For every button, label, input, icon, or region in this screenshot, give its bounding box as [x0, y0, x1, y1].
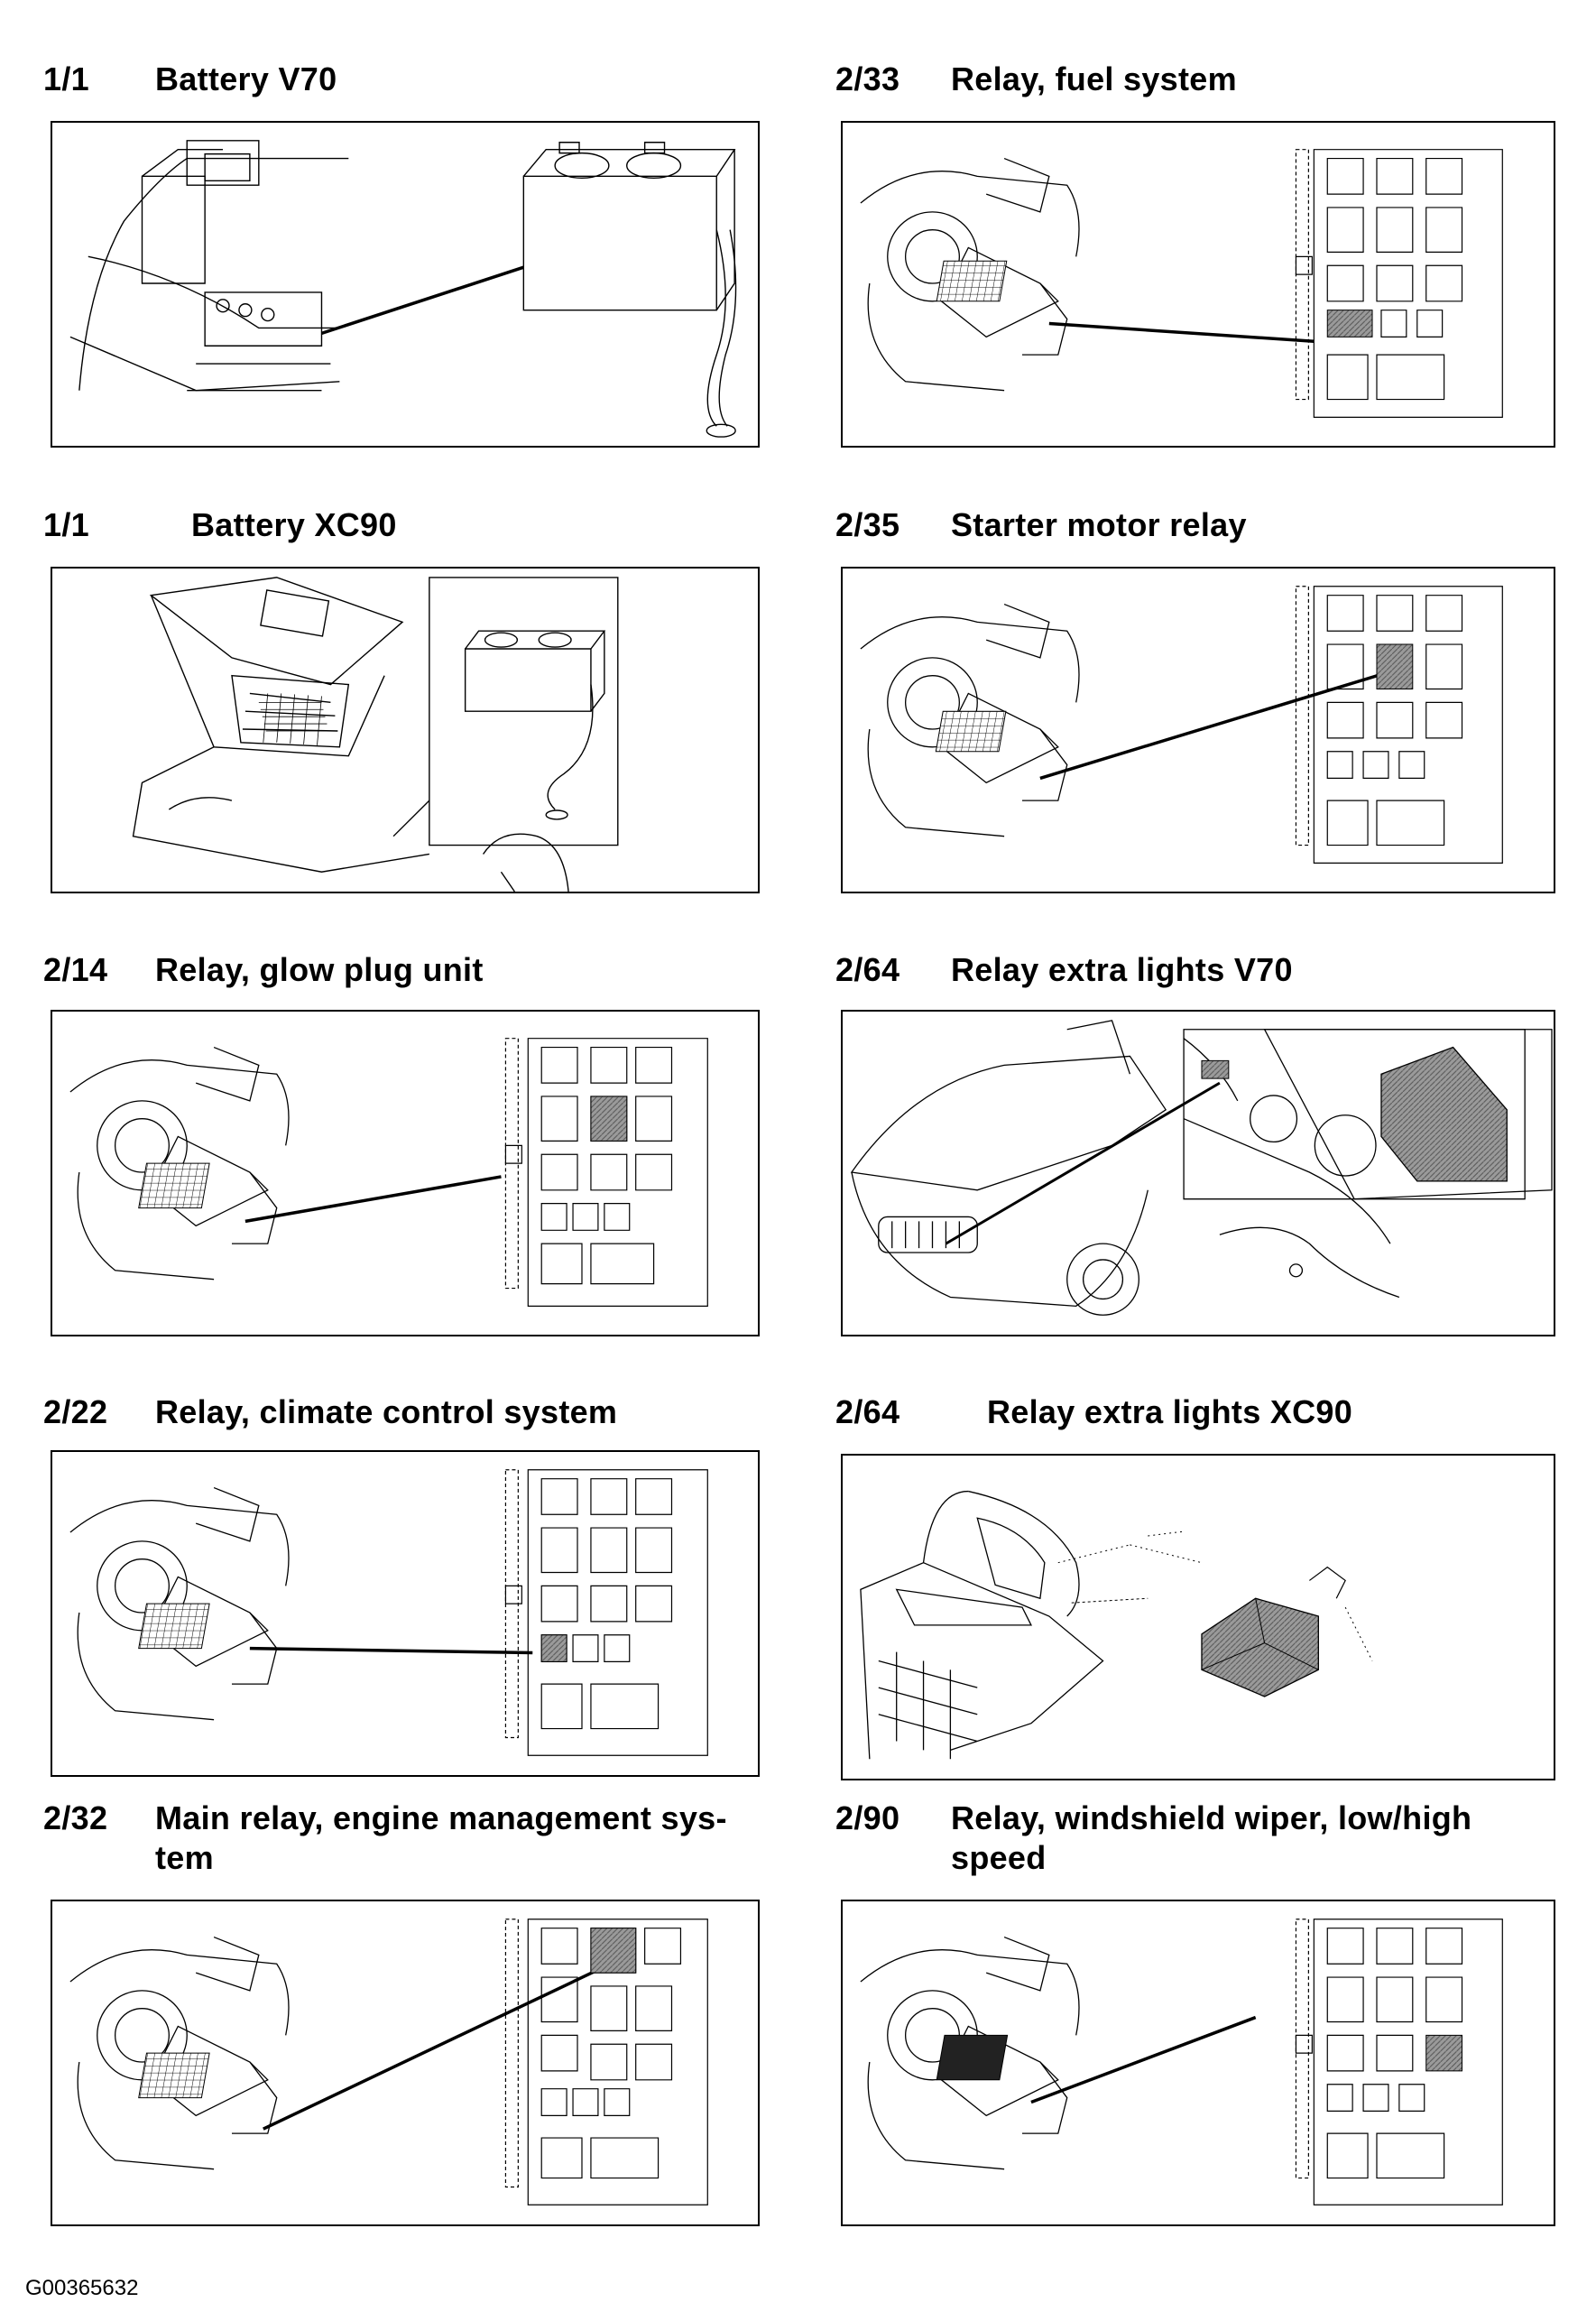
section-number: 2/64 [835, 1393, 900, 1430]
section-title: Relay extra lights V70 [951, 951, 1293, 988]
section-battery-v70: 1/1 Battery V70 [0, 0, 798, 469]
section-title: Relay, windshield wiper, low/high speed [951, 1799, 1472, 1876]
section-header: 2/90 Relay, windshield wiper, low/high s… [835, 1799, 1575, 1878]
section-number: 1/1 [43, 60, 89, 97]
section-title: Relay, glow plug unit [155, 951, 484, 988]
illustration-battery-xc90 [51, 567, 760, 893]
document-code: G00365632 [25, 2276, 139, 2300]
section-title: Relay, climate control system [155, 1393, 618, 1430]
glow-plug-relay-drawing [52, 1012, 758, 1335]
illustration-main-relay-engine [51, 1900, 760, 2226]
wiper-relay-drawing [843, 1901, 1554, 2224]
section-header: 2/33 Relay, fuel system [835, 60, 1575, 99]
section-starter-motor-relay: 2/35 Starter motor relay [798, 469, 1596, 914]
extra-lights-v70-drawing [843, 1012, 1554, 1335]
section-number: 2/22 [43, 1393, 108, 1430]
section-number: 2/14 [43, 951, 108, 988]
section-title: Main relay, engine management sys- tem [155, 1799, 727, 1876]
illustration-battery-v70 [51, 121, 760, 448]
section-header: 2/35 Starter motor relay [835, 505, 1575, 545]
section-relay-climate: 2/22 Relay, climate control system [0, 1356, 798, 1799]
section-header: 2/22 Relay, climate control system [43, 1392, 783, 1432]
section-main-relay-engine: 2/32 Main relay, engine management sys- … [0, 1799, 798, 2268]
section-header: 2/64 Relay extra lights XC90 [835, 1392, 1575, 1432]
illustration-starter-motor-relay [841, 567, 1555, 893]
illustration-relay-windshield-wiper [841, 1900, 1555, 2226]
section-header: 2/32 Main relay, engine management sys- … [43, 1799, 783, 1878]
section-relay-glow-plug: 2/14 Relay, glow plug unit [0, 914, 798, 1356]
battery-v70-drawing [52, 123, 758, 446]
section-header: 2/14 Relay, glow plug unit [43, 950, 783, 990]
extra-lights-xc90-drawing [843, 1456, 1554, 1779]
section-header: 2/64 Relay extra lights V70 [835, 950, 1575, 990]
climate-relay-drawing [52, 1452, 758, 1775]
starter-relay-drawing [843, 569, 1554, 892]
section-header: 1/1 Battery V70 [43, 60, 783, 99]
section-number: 2/32 [43, 1799, 108, 1836]
main-relay-drawing [52, 1901, 758, 2224]
section-title: Battery XC90 [191, 506, 397, 543]
section-title: Battery V70 [155, 60, 337, 97]
illustration-relay-extra-lights-xc90 [841, 1454, 1555, 1780]
illustration-relay-glow-plug [51, 1010, 760, 1336]
section-header: 1/1 Battery XC90 [43, 505, 783, 545]
section-battery-xc90: 1/1 Battery XC90 [0, 469, 798, 914]
section-title: Starter motor relay [951, 506, 1247, 543]
fuel-relay-drawing [843, 123, 1554, 446]
section-relay-extra-lights-xc90: 2/64 Relay extra lights XC90 [798, 1356, 1596, 1799]
section-relay-windshield-wiper: 2/90 Relay, windshield wiper, low/high s… [798, 1799, 1596, 2268]
illustration-relay-extra-lights-v70 [841, 1010, 1555, 1336]
section-number: 1/1 [43, 506, 89, 543]
section-relay-extra-lights-v70: 2/64 Relay extra lights V70 [798, 914, 1596, 1356]
section-relay-fuel: 2/33 Relay, fuel system [798, 0, 1596, 469]
section-number: 2/33 [835, 60, 900, 97]
section-number: 2/35 [835, 506, 900, 543]
illustration-relay-climate [51, 1450, 760, 1777]
section-number: 2/90 [835, 1799, 900, 1836]
section-title: Relay extra lights XC90 [987, 1393, 1353, 1430]
section-number: 2/64 [835, 951, 900, 988]
section-title: Relay, fuel system [951, 60, 1237, 97]
illustration-relay-fuel [841, 121, 1555, 448]
battery-xc90-drawing [52, 569, 758, 892]
